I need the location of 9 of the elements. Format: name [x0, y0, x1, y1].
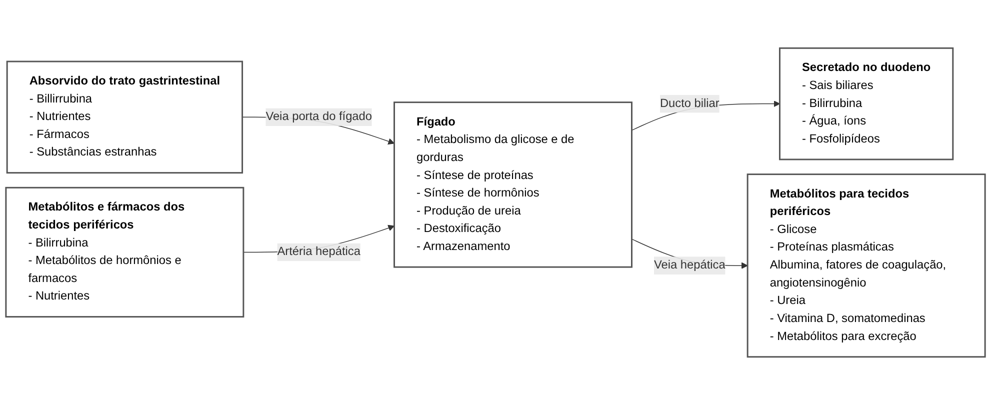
edge-label: Veia porta do fígado	[266, 110, 372, 124]
edge-label: Artéria hepática	[277, 246, 360, 258]
node-box: Metabólitos e fármacos dos tecidos periféricos - Bilirrubina - Metabólitos de hormônios e farmacos - Nutrientes	[5, 186, 244, 318]
node-box: Absorvido do trato gastrintestinal - Billirrubina - Nutrientes - Fármacos - Substâncias estranhas	[6, 60, 244, 174]
edge-label: Veia hepática	[654, 258, 726, 272]
node-box: Metabólitos para tecidos periféricos - Glicose - Proteínas plasmáticas Albumina, fatores de coagulação, angiotensinogênio - Ureia - Vitamina D, somatomedinas - Metabólitos para excreção	[746, 174, 986, 358]
node-box: Secretado no duodeno - Sais biliares - Bilirrubina - Água, íons - Fosfolipídeos	[778, 47, 954, 160]
edge-label: Ducto biliar	[660, 97, 720, 110]
node-box: Fígado - Metabolismo da glicose e de gorduras - Síntese de proteínas - Síntese de hormônios - Produção de ureia - Destoxificação - Armazenamento	[394, 102, 632, 268]
